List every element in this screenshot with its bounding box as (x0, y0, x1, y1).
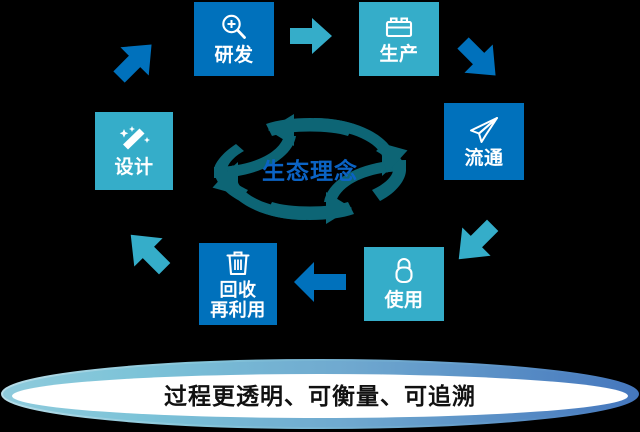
factory-icon (383, 13, 415, 41)
paper-plane-icon (467, 115, 501, 145)
node-use-label: 使用 (384, 289, 424, 312)
banner-ellipse (1, 359, 639, 429)
node-distribution[interactable]: 流通 (444, 103, 524, 180)
arrow-recycle-to-design (130, 234, 171, 275)
lock-icon (391, 257, 417, 287)
node-recycle[interactable]: 回收 再利用 (199, 243, 277, 325)
arrow-design-to-rd (113, 44, 152, 83)
circular-arrows-icon (212, 114, 408, 224)
arrow-rd-to-production (290, 18, 332, 54)
node-design[interactable]: 设计 (95, 112, 173, 190)
node-rd-label: 研发 (214, 44, 254, 67)
arrow-production-to-distribution (457, 37, 496, 76)
magnifier-plus-icon (219, 12, 249, 42)
magic-wand-icon (117, 124, 151, 154)
trash-can-icon (224, 248, 252, 278)
node-rd[interactable]: 研发 (194, 2, 274, 76)
node-use[interactable]: 使用 (364, 247, 444, 321)
node-recycle-label: 回收 再利用 (210, 280, 266, 321)
arrow-distribution-to-use (458, 219, 499, 260)
node-production-label: 生产 (379, 43, 419, 66)
node-distribution-label: 流通 (464, 146, 504, 169)
arrow-use-to-recycle (294, 262, 346, 302)
node-design-label: 设计 (114, 156, 154, 179)
node-production[interactable]: 生产 (359, 2, 439, 76)
